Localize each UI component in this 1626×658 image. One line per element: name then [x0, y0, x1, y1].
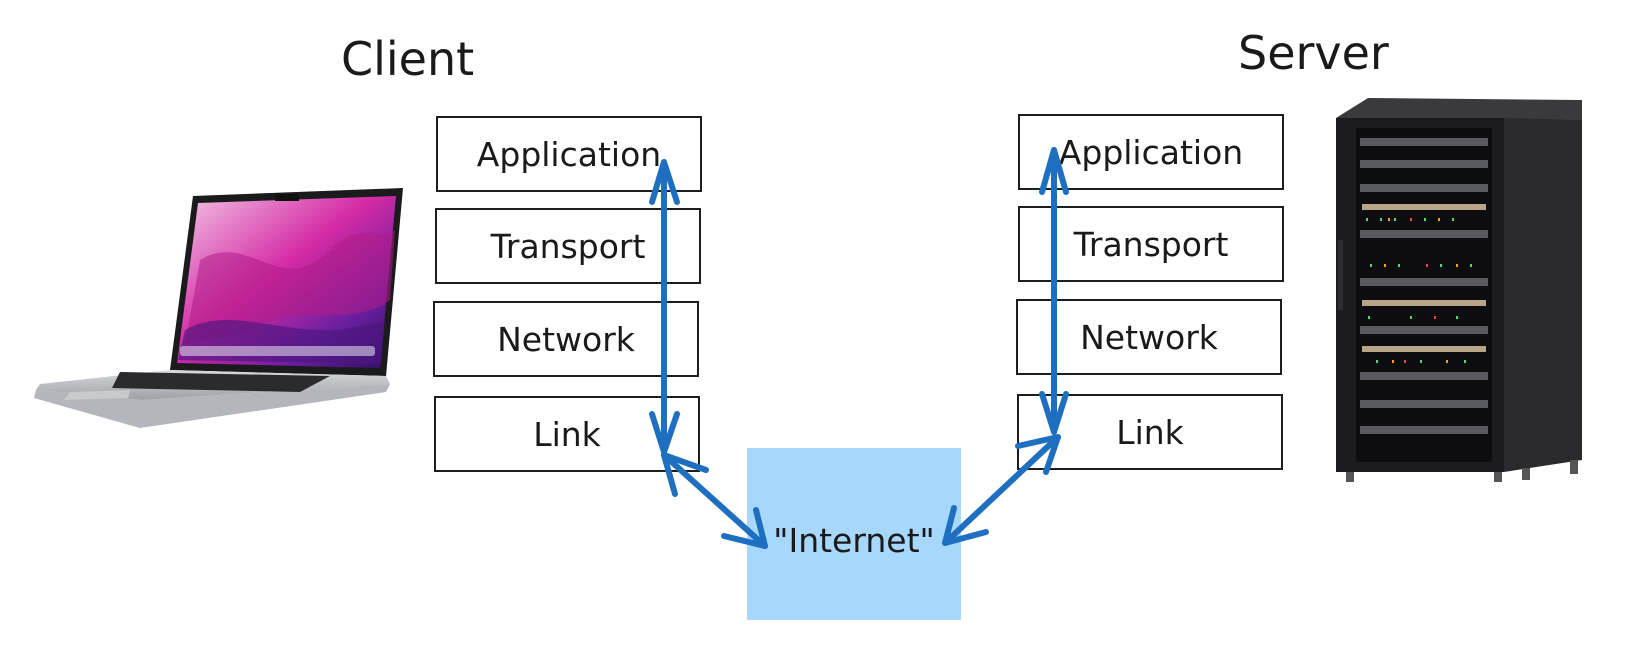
server-layer-link: Link — [1017, 394, 1283, 470]
client-layer-link: Link — [434, 396, 700, 472]
server-title: Server — [1238, 26, 1389, 80]
client-layer-transport: Transport — [435, 208, 701, 284]
internet-label: "Internet" — [773, 521, 935, 560]
server-layer-application: Application — [1018, 114, 1284, 190]
server-layer-transport: Transport — [1018, 206, 1284, 282]
client-layer-network: Network — [433, 301, 699, 377]
server-layer-network: Network — [1016, 299, 1282, 375]
internet-box — [747, 448, 961, 620]
client-title: Client — [341, 32, 475, 86]
client-layer-application: Application — [436, 116, 702, 192]
